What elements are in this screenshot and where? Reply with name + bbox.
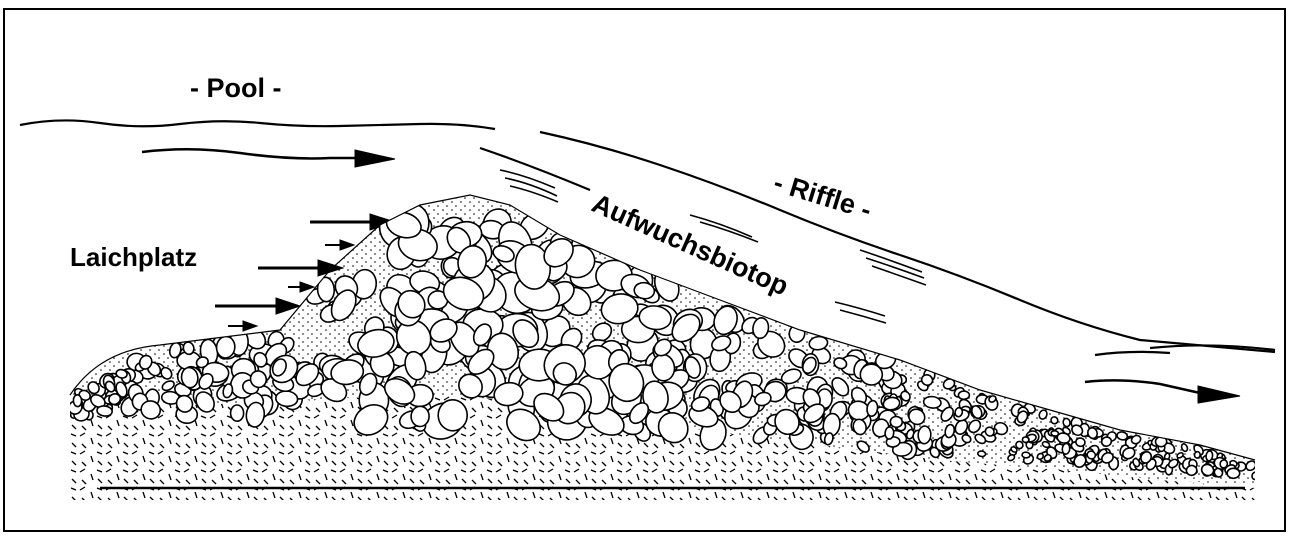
inflow-arrow-icon [215, 298, 300, 314]
riffle-label: - Riffle - [770, 167, 875, 225]
gravel-stone [958, 391, 969, 399]
pool-surface-line [20, 120, 495, 129]
gravel-stone [1194, 451, 1201, 458]
gravel-stone [860, 364, 883, 386]
gravel-stone [1022, 452, 1030, 458]
gravel-stone [918, 426, 932, 444]
gravel-stone [73, 395, 82, 407]
gravel-stone [885, 427, 894, 440]
pool-label: - Pool - [190, 73, 281, 103]
gravel-stone [1062, 443, 1070, 455]
gravel-stone [230, 405, 243, 421]
inflow-arrow-icon [325, 240, 354, 250]
gravel-stone [1206, 451, 1214, 462]
inflow-arrow-icon [288, 282, 314, 292]
gravel-stone [978, 451, 986, 457]
gravel-stone [411, 406, 430, 427]
gravel-stone [1186, 465, 1198, 476]
gravel-stone [1022, 437, 1029, 443]
laichplatz-label: Laichplatz [70, 242, 197, 272]
tail-surface-line [1095, 352, 1170, 355]
gravel-stone [890, 416, 903, 428]
flow-arrow-icon [1085, 380, 1240, 403]
riffle-surface-line-2 [480, 148, 590, 190]
gravel-stone [1227, 468, 1240, 478]
inflow-arrow-icon [228, 321, 257, 331]
gravel-stone [438, 399, 468, 431]
flow-arrow-icon [142, 149, 395, 167]
